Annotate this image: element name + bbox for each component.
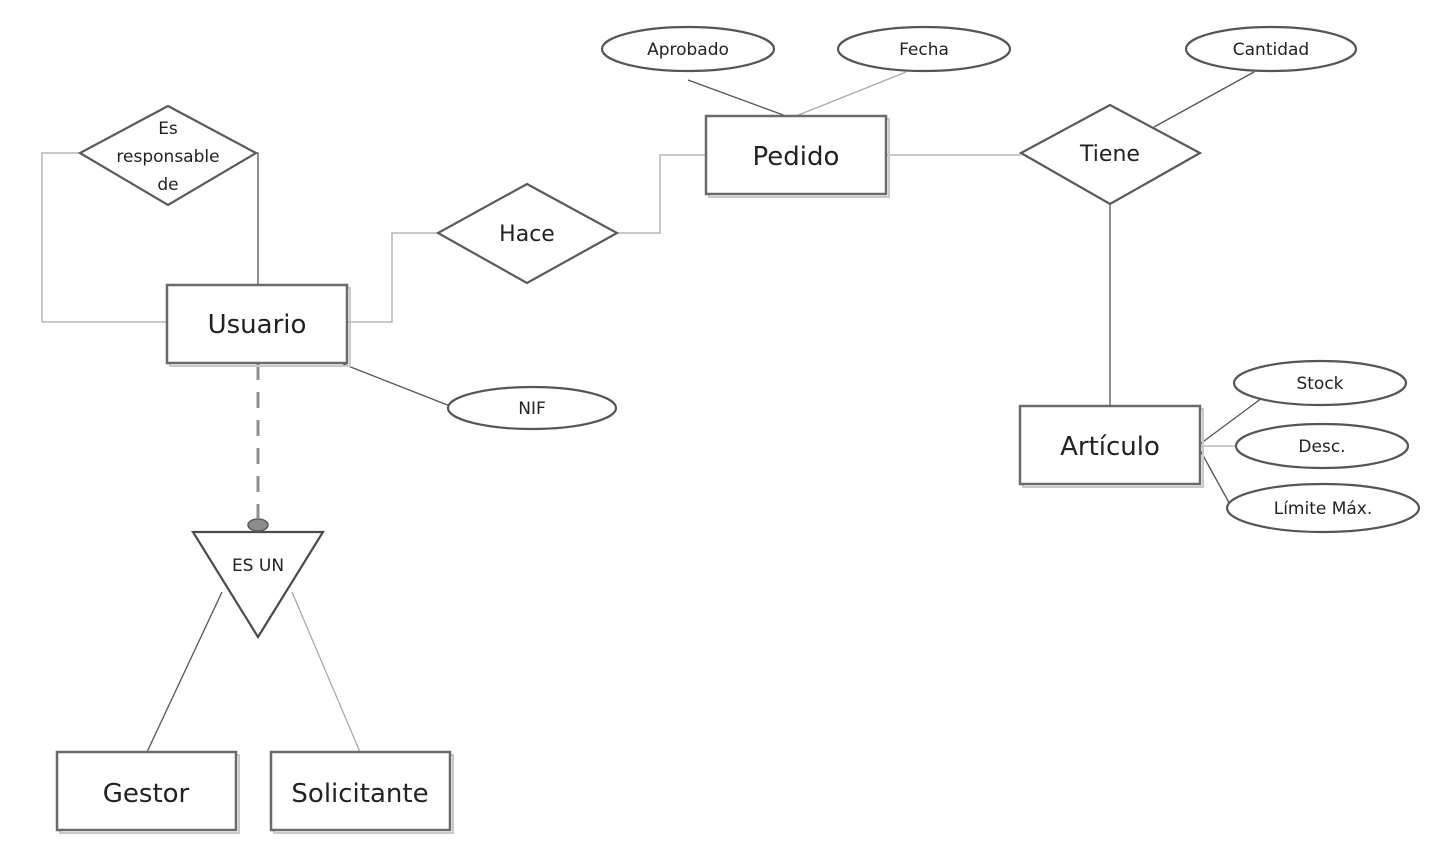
relationship-es-responsable-line1: Es xyxy=(158,119,178,139)
attribute-cantidad-label: Cantidad xyxy=(1233,40,1309,60)
relationship-tiene: Tiene xyxy=(1018,103,1203,206)
attribute-aprobado-label: Aprobado xyxy=(647,40,729,60)
entity-usuario-label: Usuario xyxy=(208,310,307,340)
cantidad-link xyxy=(1153,71,1255,128)
relationship-hace: Hace xyxy=(435,182,620,285)
attribute-nif: NIF xyxy=(446,385,618,431)
stock-link xyxy=(1199,397,1263,445)
hace-pedido-line xyxy=(617,154,706,234)
entity-solicitante-label: Solicitante xyxy=(291,779,428,809)
entity-pedido-label: Pedido xyxy=(753,142,840,172)
attribute-desc-label: Desc. xyxy=(1298,437,1345,457)
nif-link xyxy=(342,363,451,407)
attribute-cantidad: Cantidad xyxy=(1184,25,1358,73)
responsable-loop-left xyxy=(41,152,167,323)
entity-pedido: Pedido xyxy=(704,114,890,198)
aprobado-link xyxy=(687,79,787,117)
entity-gestor: Gestor xyxy=(55,750,240,834)
responsable-loop-right xyxy=(256,152,259,285)
attribute-stock-label: Stock xyxy=(1296,374,1343,394)
isa-gestor-line xyxy=(146,591,223,753)
attribute-limite-max: Límite Máx. xyxy=(1225,482,1421,534)
connectors xyxy=(41,71,1263,753)
entity-solicitante: Solicitante xyxy=(269,750,454,834)
entity-gestor-label: Gestor xyxy=(103,779,190,809)
specialization-isa-label: ES UN xyxy=(232,556,284,576)
entity-usuario: Usuario xyxy=(165,283,351,367)
attribute-limite-max-label: Límite Máx. xyxy=(1274,499,1373,519)
relationship-es-responsable-line3: de xyxy=(157,175,178,195)
relationship-hace-label: Hace xyxy=(499,222,555,247)
fecha-link xyxy=(795,71,907,117)
attribute-fecha-label: Fecha xyxy=(899,40,949,60)
entity-articulo: Artículo xyxy=(1018,404,1204,488)
attribute-aprobado: Aprobado xyxy=(600,25,776,73)
attribute-nif-label: NIF xyxy=(518,399,546,419)
relationship-tiene-label: Tiene xyxy=(1079,142,1140,167)
specialization-isa: ES UN xyxy=(191,518,325,640)
attribute-fecha: Fecha xyxy=(836,25,1012,73)
usuario-hace-line xyxy=(347,232,438,323)
attribute-desc: Desc. xyxy=(1234,422,1410,470)
disjoint-marker xyxy=(247,518,269,532)
attribute-stock: Stock xyxy=(1232,359,1408,407)
limite-link xyxy=(1199,449,1233,509)
relationship-es-responsable-line2: responsable xyxy=(116,147,219,167)
isa-solicitante-line xyxy=(291,591,361,753)
relationship-es-responsable: Es responsable de xyxy=(77,104,259,207)
entity-articulo-label: Artículo xyxy=(1060,432,1160,462)
